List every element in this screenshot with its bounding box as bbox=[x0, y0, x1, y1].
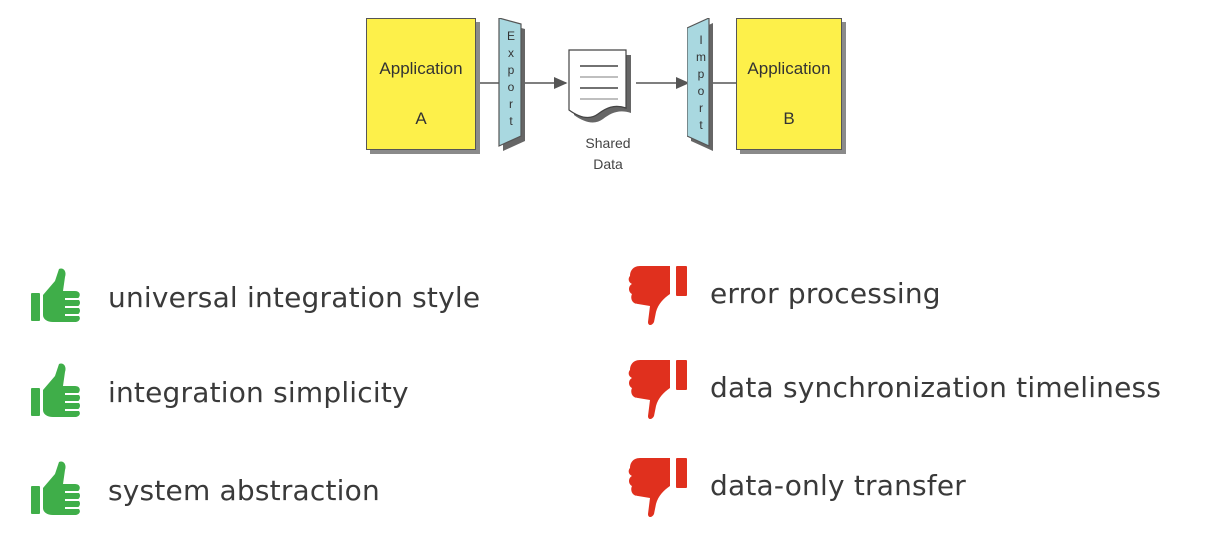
pro-item: universal integration style bbox=[22, 262, 480, 332]
adapter-letter: o bbox=[697, 84, 705, 98]
adapter-letter: p bbox=[697, 67, 705, 81]
con-label: data synchronization timeliness bbox=[710, 370, 1162, 404]
thumbs-up-icon bbox=[22, 455, 92, 525]
pro-label: integration simplicity bbox=[108, 375, 409, 409]
adapter-letter: r bbox=[699, 101, 703, 115]
application-b-letter: B bbox=[783, 109, 795, 128]
shared-data-label-line2: Data bbox=[593, 156, 623, 172]
con-label: error processing bbox=[710, 276, 941, 310]
thumbs-down-icon bbox=[624, 352, 694, 422]
con-item: data-only transfer bbox=[624, 450, 966, 520]
adapter-letter: p bbox=[507, 63, 515, 77]
adapter-letter: t bbox=[699, 118, 703, 132]
adapter-letter: x bbox=[508, 46, 514, 60]
import-adapter: I m p o r t bbox=[687, 18, 715, 154]
adapter-letter: m bbox=[696, 50, 706, 64]
pro-item: integration simplicity bbox=[22, 357, 409, 427]
con-label: data-only transfer bbox=[710, 468, 966, 502]
import-adapter-shape bbox=[687, 18, 713, 151]
adapter-letter: r bbox=[509, 97, 513, 111]
thumbs-down-icon bbox=[624, 258, 694, 328]
export-adapter-label: E x p o r t bbox=[497, 28, 525, 130]
integration-diagram: Application A E x p o r t Shared Data bbox=[0, 0, 1225, 200]
thumbs-up-icon bbox=[22, 262, 92, 332]
application-b-box: Application B bbox=[736, 18, 842, 150]
thumbs-up-icon bbox=[22, 357, 92, 427]
import-adapter-label: I m p o r t bbox=[687, 32, 715, 134]
adapter-letter: I bbox=[699, 33, 703, 47]
adapter-letter: E bbox=[506, 29, 515, 43]
pro-label: universal integration style bbox=[108, 280, 481, 314]
application-a-letter: A bbox=[415, 109, 427, 128]
shared-data-label-line1: Shared bbox=[585, 135, 631, 151]
application-b-title: Application bbox=[747, 59, 831, 78]
con-item: data synchronization timeliness bbox=[624, 352, 1161, 422]
application-a-title: Application bbox=[379, 59, 463, 78]
shared-data-document-icon bbox=[568, 49, 631, 123]
export-adapter: E x p o r t bbox=[497, 18, 525, 154]
pro-item: system abstraction bbox=[22, 455, 380, 525]
application-a-box: Application A bbox=[366, 18, 476, 150]
export-adapter-shape bbox=[498, 18, 525, 151]
thumbs-down-icon bbox=[624, 450, 694, 520]
adapter-letter: t bbox=[509, 114, 513, 128]
connector-lines bbox=[476, 77, 736, 89]
con-item: error processing bbox=[624, 258, 941, 328]
pro-label: system abstraction bbox=[108, 473, 380, 507]
adapter-letter: o bbox=[507, 80, 515, 94]
shared-data-label: Shared Data bbox=[568, 133, 648, 175]
